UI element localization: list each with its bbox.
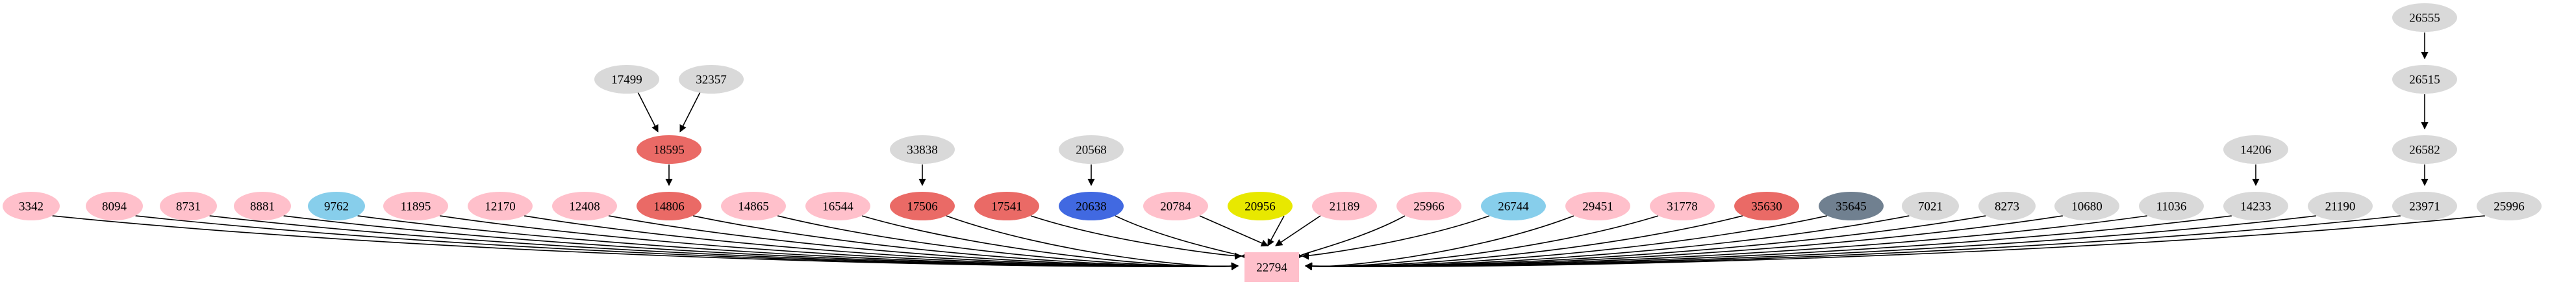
graph-node[interactable]: 18595 bbox=[637, 135, 701, 164]
node-ellipse[interactable] bbox=[594, 65, 659, 94]
graph-node[interactable]: 26555 bbox=[2392, 3, 2457, 32]
node-ellipse[interactable] bbox=[1396, 192, 1461, 220]
node-ellipse[interactable] bbox=[890, 192, 955, 220]
graph-node[interactable]: 16544 bbox=[805, 192, 870, 220]
edge-to-target bbox=[1030, 215, 1243, 260]
graph-node[interactable]: 8731 bbox=[160, 192, 217, 220]
graph-node[interactable]: 17541 bbox=[974, 192, 1039, 220]
node-ellipse[interactable] bbox=[1902, 192, 1959, 220]
edge-to-target bbox=[946, 215, 1239, 270]
node-ellipse[interactable] bbox=[1059, 192, 1124, 220]
graph-node[interactable]: 25966 bbox=[1396, 192, 1461, 220]
node-ellipse[interactable] bbox=[2392, 65, 2457, 94]
graph-node[interactable]: 21190 bbox=[2308, 192, 2373, 220]
graph-node[interactable]: 14806 bbox=[637, 192, 701, 220]
graph-node[interactable]: 8273 bbox=[1978, 192, 2036, 220]
node-ellipse[interactable] bbox=[1228, 192, 1293, 220]
graph-node[interactable]: 26744 bbox=[1481, 192, 1546, 220]
edge-32357-to-18595 bbox=[679, 92, 701, 133]
graph-node[interactable]: 7021 bbox=[1902, 192, 1959, 220]
node-ellipse[interactable] bbox=[383, 192, 448, 220]
node-ellipse[interactable] bbox=[2392, 135, 2457, 164]
edge-to-target bbox=[1304, 215, 2486, 270]
node-ellipse[interactable] bbox=[2392, 3, 2457, 32]
edge-to-target bbox=[1267, 215, 1285, 246]
graph-node[interactable]: 29451 bbox=[1565, 192, 1630, 220]
node-ellipse[interactable] bbox=[721, 192, 786, 220]
nodes-layer: 3342 8094 8731 8881 9762 11895 12170 12408 14806… bbox=[3, 3, 2542, 282]
graph-node[interactable]: 20638 bbox=[1059, 192, 1124, 220]
node-ellipse[interactable] bbox=[1565, 192, 1630, 220]
graph-node[interactable]: 14206 bbox=[2223, 135, 2288, 164]
graph-node[interactable]: 14233 bbox=[2223, 192, 2288, 220]
node-ellipse[interactable] bbox=[1059, 135, 1124, 164]
graph-node[interactable]: 8094 bbox=[86, 192, 143, 220]
graph-node[interactable]: 33838 bbox=[890, 135, 955, 164]
graph-node[interactable]: 31778 bbox=[1650, 192, 1715, 220]
edge-to-target bbox=[1295, 215, 1406, 260]
graph-node[interactable]: 21189 bbox=[1312, 192, 1377, 220]
node-ellipse[interactable] bbox=[637, 135, 701, 164]
node-ellipse[interactable] bbox=[679, 65, 744, 94]
graph-node[interactable]: 25996 bbox=[2477, 192, 2542, 220]
edge-to-target bbox=[1275, 215, 1321, 246]
node-ellipse[interactable] bbox=[2139, 192, 2204, 220]
node-ellipse[interactable] bbox=[1978, 192, 2036, 220]
graph-node[interactable]: 35645 bbox=[1819, 192, 1884, 220]
node-ellipse[interactable] bbox=[2054, 192, 2119, 220]
edge-to-target bbox=[135, 215, 1239, 270]
node-ellipse[interactable] bbox=[86, 192, 143, 220]
edge-to-target bbox=[1301, 215, 1490, 260]
graph-node[interactable]: 8881 bbox=[234, 192, 291, 220]
graph-node[interactable]: 35630 bbox=[1734, 192, 1799, 220]
graph-node[interactable]: 32357 bbox=[679, 65, 744, 94]
node-ellipse[interactable] bbox=[974, 192, 1039, 220]
node-ellipse[interactable] bbox=[890, 135, 955, 164]
node-ellipse[interactable] bbox=[1481, 192, 1546, 220]
node-ellipse[interactable] bbox=[1734, 192, 1799, 220]
graph-node[interactable]: 26515 bbox=[2392, 65, 2457, 94]
node-ellipse[interactable] bbox=[637, 192, 701, 220]
node-ellipse[interactable] bbox=[2223, 192, 2288, 220]
node-ellipse[interactable] bbox=[234, 192, 291, 220]
node-ellipse[interactable] bbox=[3, 192, 60, 220]
edge-to-target bbox=[1115, 215, 1248, 260]
node-ellipse[interactable] bbox=[1312, 192, 1377, 220]
node-ellipse[interactable] bbox=[1143, 192, 1208, 220]
graph-node[interactable]: 9762 bbox=[308, 192, 365, 220]
node-ellipse[interactable] bbox=[1819, 192, 1884, 220]
node-ellipse[interactable] bbox=[2477, 192, 2542, 220]
node-ellipse[interactable] bbox=[2223, 135, 2288, 164]
node-ellipse[interactable] bbox=[2392, 192, 2457, 220]
node-ellipse[interactable] bbox=[308, 192, 365, 220]
graph-node[interactable]: 3342 bbox=[3, 192, 60, 220]
graph-node[interactable]: 20568 bbox=[1059, 135, 1124, 164]
node-ellipse[interactable] bbox=[805, 192, 870, 220]
node-ellipse[interactable] bbox=[552, 192, 617, 220]
graph-node[interactable]: 20784 bbox=[1143, 192, 1208, 220]
graph-node[interactable]: 11036 bbox=[2139, 192, 2204, 220]
node-ellipse[interactable] bbox=[160, 192, 217, 220]
edge-17499-to-18595 bbox=[637, 92, 659, 133]
graph-node[interactable]: 23971 bbox=[2392, 192, 2457, 220]
graph-node[interactable]: 17499 bbox=[594, 65, 659, 94]
node-ellipse[interactable] bbox=[2308, 192, 2373, 220]
node-ellipse[interactable] bbox=[1650, 192, 1715, 220]
edges-layer bbox=[52, 33, 2486, 270]
graph-node[interactable]: 11895 bbox=[383, 192, 448, 220]
graph-node[interactable]: 17506 bbox=[890, 192, 955, 220]
graph-node[interactable]: 14865 bbox=[721, 192, 786, 220]
graph-node[interactable]: 12170 bbox=[468, 192, 533, 220]
graph-node[interactable]: 20956 bbox=[1228, 192, 1293, 220]
edge-to-target bbox=[1199, 215, 1269, 247]
graph-node[interactable]: 12408 bbox=[552, 192, 617, 220]
target-node[interactable]: 22794 bbox=[1244, 252, 1299, 282]
graph-node[interactable]: 10680 bbox=[2054, 192, 2119, 220]
graph-node[interactable]: 26582 bbox=[2392, 135, 2457, 164]
node-ellipse[interactable] bbox=[468, 192, 533, 220]
target-node-box[interactable] bbox=[1244, 252, 1299, 282]
